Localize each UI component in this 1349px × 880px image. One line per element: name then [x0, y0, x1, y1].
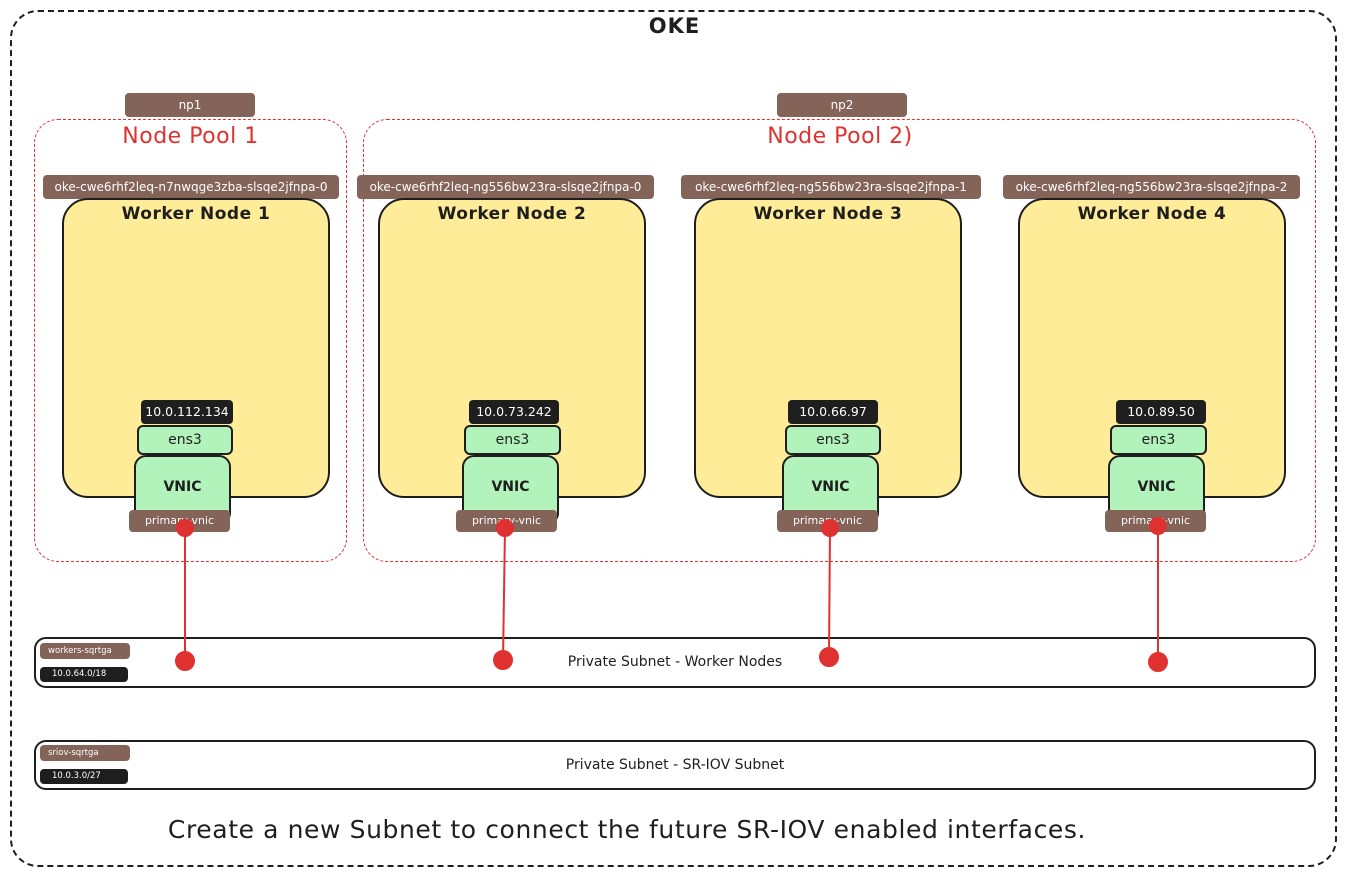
sriov-subnet-name-tag: sriov-sqrtga — [40, 745, 130, 761]
ens3-interface: ens3 — [785, 425, 881, 455]
sriov-subnet-box: Private Subnet - SR-IOV Subnet — [34, 740, 1316, 790]
node-pool-1-title: Node Pool 1 — [122, 124, 259, 149]
link-start-dot — [496, 519, 514, 537]
node-ip-badge: 10.0.112.134 — [141, 400, 233, 424]
pool-tag-np2: np2 — [777, 93, 907, 117]
link-end-dot — [493, 650, 513, 670]
worker-node-title: Worker Node 2 — [437, 204, 587, 224]
diagram-caption: Create a new Subnet to connect the futur… — [167, 815, 1087, 844]
worker-subnet-name-tag: workers-sqrtga — [40, 643, 130, 659]
worker-node-4 — [1018, 198, 1286, 498]
ens3-interface: ens3 — [464, 425, 561, 455]
link-end-dot — [819, 647, 839, 667]
node-host-tag: oke-cwe6rhf2leq-ng556bw23ra-slsqe2jfnpa-… — [357, 175, 654, 199]
link-line — [502, 527, 506, 661]
link-line — [828, 527, 831, 658]
node-ip-badge: 10.0.66.97 — [788, 400, 878, 424]
worker-subnet-label: Private Subnet - Worker Nodes — [567, 654, 783, 670]
link-start-dot — [176, 519, 194, 537]
node-host-tag: oke-cwe6rhf2leq-ng556bw23ra-slsqe2jfnpa-… — [681, 175, 981, 199]
link-start-dot — [1149, 517, 1167, 535]
cluster-title: OKE — [648, 14, 701, 38]
node-pool-2-frame — [363, 119, 1316, 562]
ens3-interface: ens3 — [1110, 425, 1207, 455]
link-start-dot — [821, 519, 839, 537]
node-pool-2-title: Node Pool 2) — [767, 124, 913, 149]
node-ip-badge: 10.0.89.50 — [1116, 400, 1206, 424]
worker-subnet-box: Private Subnet - Worker Nodes — [34, 637, 1316, 688]
node-host-tag: oke-cwe6rhf2leq-n7nwqge3zba-slsqe2jfnpa-… — [43, 175, 339, 199]
worker-node-title: Worker Node 4 — [1077, 204, 1227, 224]
sriov-subnet-label: Private Subnet - SR-IOV Subnet — [565, 757, 785, 773]
link-end-dot — [1148, 652, 1168, 672]
sriov-subnet-cidr: 10.0.3.0/27 — [40, 769, 128, 784]
worker-node-title: Worker Node 1 — [121, 204, 271, 224]
ens3-interface: ens3 — [137, 425, 233, 455]
link-end-dot — [175, 651, 195, 671]
node-pool-1-frame — [34, 119, 347, 562]
oke-cluster-frame — [10, 10, 1337, 867]
pool-tag-np1: np1 — [125, 93, 255, 117]
worker-subnet-cidr: 10.0.64.0/18 — [40, 667, 128, 682]
node-ip-badge: 10.0.73.242 — [469, 400, 559, 424]
worker-node-title: Worker Node 3 — [753, 204, 903, 224]
node-host-tag: oke-cwe6rhf2leq-ng556bw23ra-slsqe2jfnpa-… — [1003, 175, 1300, 199]
